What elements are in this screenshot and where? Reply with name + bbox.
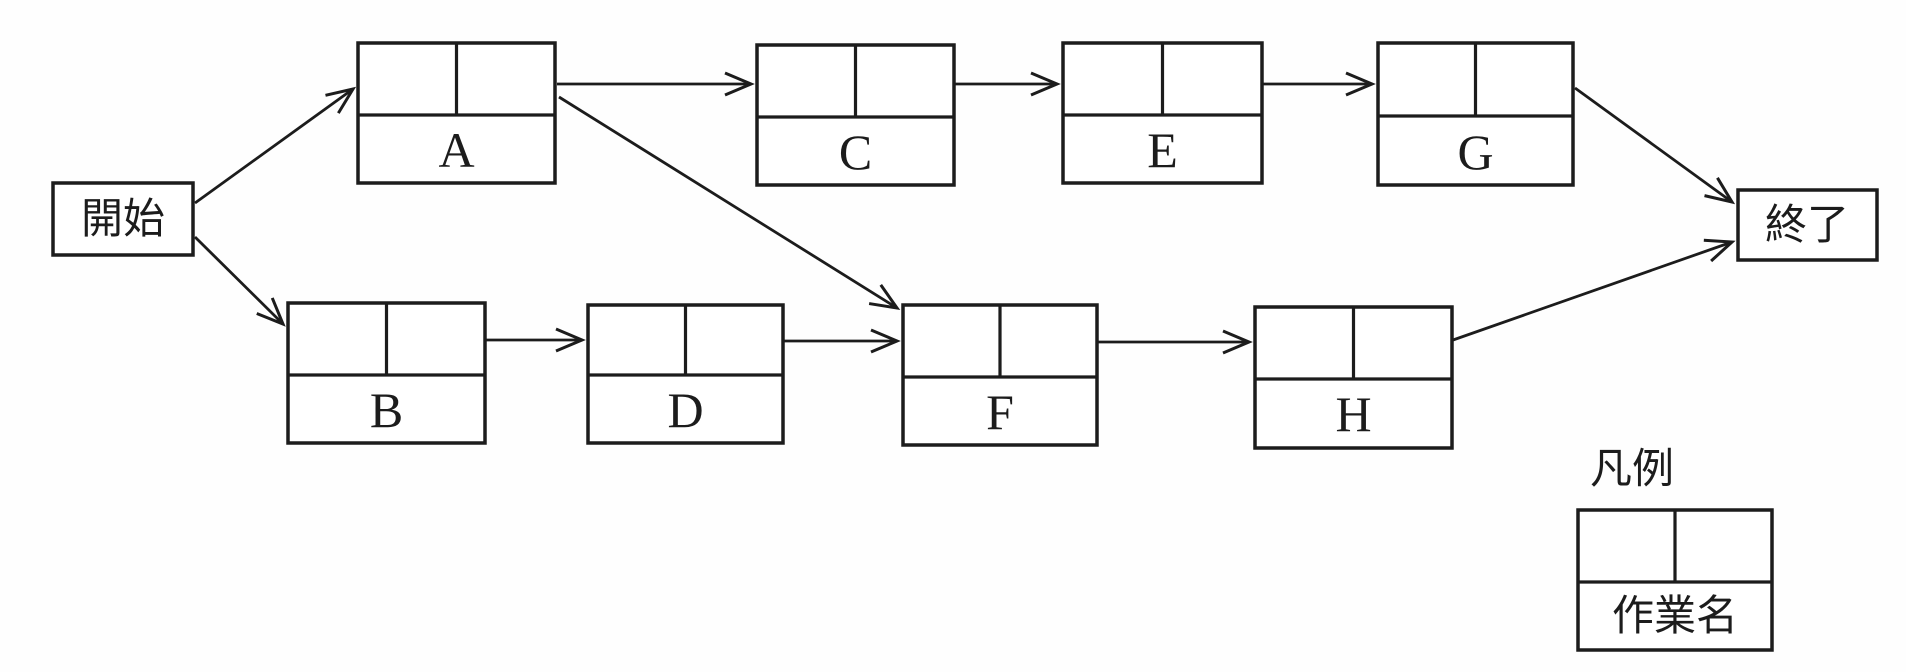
activity-node-g: G [1376, 41, 1575, 187]
node-label: F [986, 384, 1014, 440]
legend: 凡例 作業名 [1576, 447, 1774, 652]
end-node: 終了 [1736, 188, 1879, 262]
start-node-outline [51, 181, 195, 257]
edge-g-to-end [1574, 86, 1736, 205]
activity-node-h: H [1253, 305, 1454, 450]
activity-node-a: A [356, 41, 557, 185]
end-node-label: 終了 [1765, 203, 1849, 249]
node-label: E [1147, 122, 1178, 178]
edge-h-to-end [1452, 238, 1736, 342]
legend-title: 凡例 [1590, 447, 1674, 493]
activity-node-d: D [586, 303, 785, 445]
edge-a-to-f [558, 95, 901, 311]
start-node-label: 開始 [81, 197, 165, 243]
activity-node-b: B [286, 301, 487, 445]
node-label: A [438, 122, 474, 178]
node-label: C [839, 124, 872, 180]
activity-node-e: E [1061, 41, 1264, 185]
legend-box-label: 作業名 [1612, 594, 1738, 640]
activity-node-f: F [901, 303, 1099, 447]
start-node: 開始 [51, 181, 195, 257]
edge-start-to-b [194, 236, 286, 327]
node-label: D [667, 382, 703, 438]
node-label: B [370, 382, 403, 438]
edge-start-to-a [194, 86, 357, 205]
end-node-outline [1736, 188, 1879, 262]
activity-node-c: C [755, 43, 956, 187]
edges [194, 71, 1736, 355]
node-label: H [1335, 386, 1371, 442]
node-label: G [1457, 124, 1493, 180]
